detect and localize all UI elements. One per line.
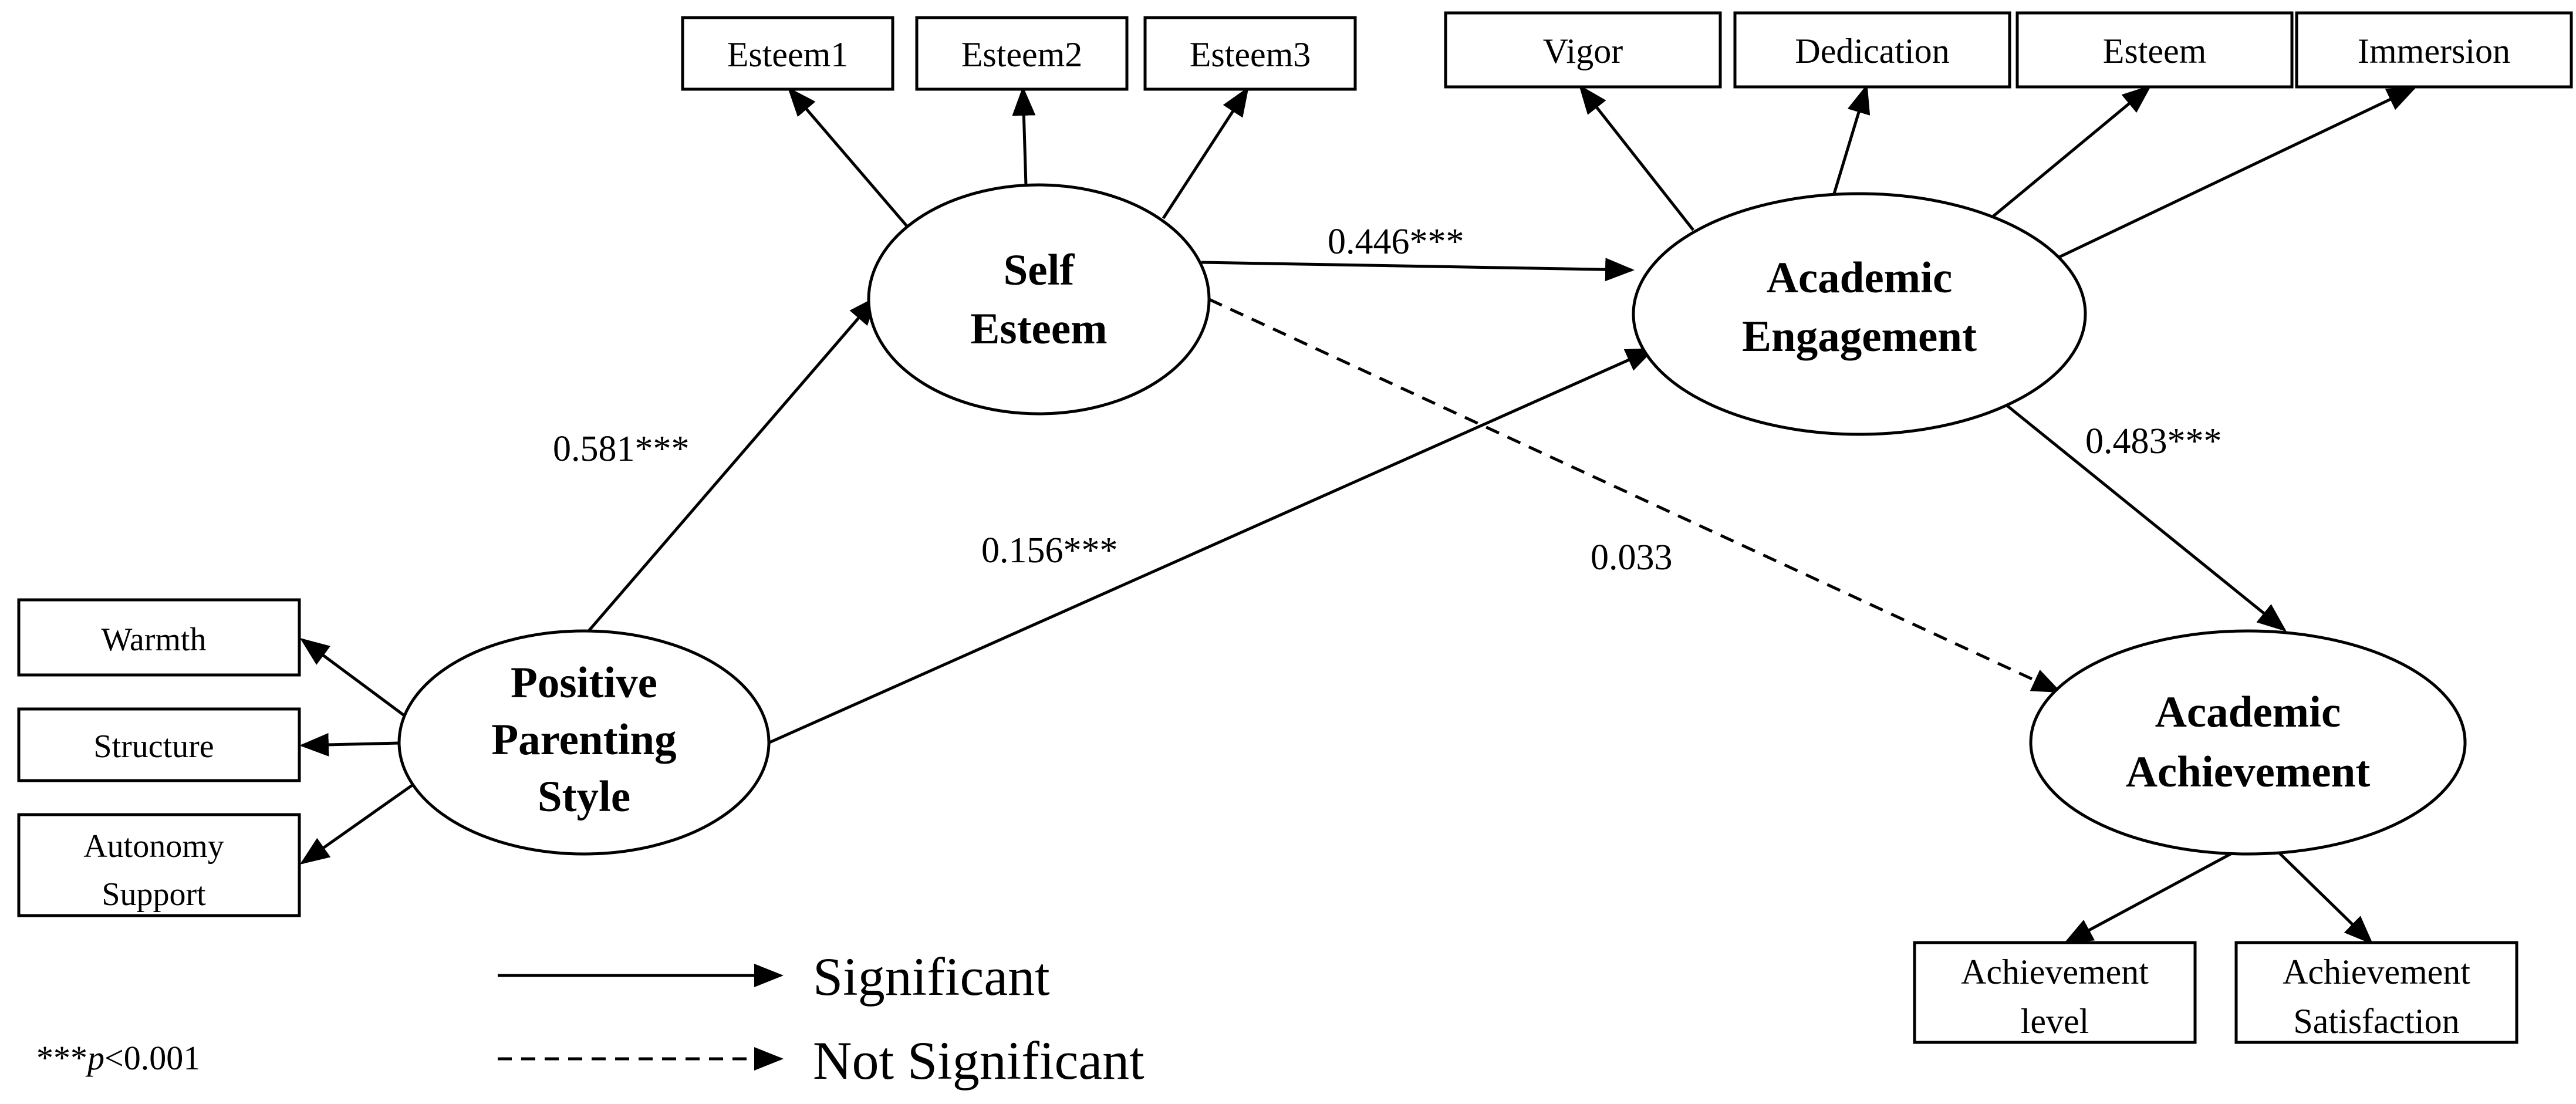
path-se-to-ae bbox=[1201, 258, 1635, 282]
path-pps-to-se bbox=[583, 296, 878, 637]
indicator-autonomy-label-2: Support bbox=[102, 876, 206, 913]
indicator-immersion-label: Immersion bbox=[2358, 32, 2510, 70]
latent-academic-engagement-label-1: Academic bbox=[1767, 254, 1953, 302]
latent-academic-engagement: Academic Engagement bbox=[1632, 192, 2087, 436]
path-ae-immersion bbox=[2027, 86, 2417, 274]
latent-positive-parenting-label-3: Style bbox=[538, 772, 630, 821]
legend: Significant Not Significant bbox=[498, 947, 1144, 1091]
path-se-esteem1 bbox=[787, 87, 908, 227]
indicator-autonomy-label-1: Autonomy bbox=[83, 828, 224, 865]
path-ae-to-ach bbox=[1980, 383, 2287, 632]
indicator-achievement-satisfaction-label-1: Achievement bbox=[2283, 953, 2470, 991]
coef-pps-to-ae: 0.156*** bbox=[981, 531, 1118, 570]
indicator-autonomy-support: Autonomy Support bbox=[17, 813, 301, 917]
indicator-esteem1: Esteem1 bbox=[681, 16, 894, 91]
indicator-immersion: Immersion bbox=[2295, 11, 2573, 89]
path-pps-structure bbox=[299, 732, 400, 757]
indicator-achievement-level: Achievement level bbox=[1913, 941, 2197, 1044]
latent-academic-achievement: Academic Achievement bbox=[2029, 629, 2467, 856]
indicator-structure-label: Structure bbox=[93, 728, 214, 765]
latent-academic-engagement-label-2: Engagement bbox=[1742, 312, 1977, 361]
indicator-warmth: Warmth bbox=[17, 598, 301, 677]
path-se-to-ach bbox=[1208, 298, 2062, 693]
path-pps-autonomy bbox=[299, 782, 415, 865]
latent-positive-parenting-style: Positive Parenting Style bbox=[397, 629, 771, 856]
path-se-esteem2 bbox=[1012, 86, 1036, 186]
latent-academic-achievement-label-2: Achievement bbox=[2126, 748, 2371, 796]
path-ae-vigor bbox=[1578, 85, 1694, 231]
latent-positive-parenting-label-2: Parenting bbox=[491, 715, 676, 764]
indicator-esteem2-label: Esteem2 bbox=[961, 35, 1083, 74]
indicator-warmth-label: Warmth bbox=[102, 622, 207, 658]
latent-self-esteem: Self Esteem bbox=[867, 183, 1211, 416]
indicator-achievement-level-label-1: Achievement bbox=[1961, 953, 2149, 991]
coef-ae-to-ach: 0.483*** bbox=[2085, 421, 2222, 461]
latent-positive-parenting-label-1: Positive bbox=[511, 659, 657, 707]
indicator-dedication-label: Dedication bbox=[1795, 32, 1949, 70]
indicator-achievement-satisfaction-label-2: Satisfaction bbox=[2293, 1002, 2459, 1041]
indicator-esteem3-label: Esteem3 bbox=[1190, 35, 1311, 74]
indicator-structure: Structure bbox=[17, 707, 301, 782]
coef-se-to-ae: 0.446*** bbox=[1328, 222, 1464, 262]
coef-se-to-ach: 0.033 bbox=[1591, 538, 1673, 578]
indicator-esteem2: Esteem2 bbox=[915, 16, 1129, 91]
path-se-esteem3 bbox=[1162, 86, 1249, 220]
note-threshold: <0.001 bbox=[104, 1039, 200, 1077]
legend-not-significant-label: Not Significant bbox=[813, 1031, 1144, 1091]
indicator-dedication: Dedication bbox=[1733, 11, 2011, 89]
indicator-achievement-satisfaction: Achievement Satisfaction bbox=[2234, 941, 2518, 1044]
path-ach-level bbox=[2063, 849, 2237, 944]
latent-self-esteem-label-1: Self bbox=[1004, 246, 1075, 295]
latent-academic-achievement-label-1: Academic bbox=[2155, 688, 2341, 737]
path-pps-warmth bbox=[299, 638, 406, 718]
indicator-vigor: Vigor bbox=[1444, 11, 1722, 89]
significance-note: ***p<0.001 bbox=[36, 1039, 200, 1077]
indicator-vigor-label: Vigor bbox=[1543, 32, 1623, 70]
latent-self-esteem-label-2: Esteem bbox=[970, 305, 1107, 353]
indicator-esteem: Esteem bbox=[2015, 11, 2294, 89]
indicator-esteem-label: Esteem bbox=[2103, 32, 2207, 70]
legend-significant-label: Significant bbox=[813, 947, 1050, 1007]
indicator-esteem3: Esteem3 bbox=[1143, 16, 1357, 91]
path-ach-satisfaction bbox=[2276, 850, 2374, 945]
path-ae-esteem bbox=[1977, 85, 2152, 230]
coef-pps-to-se: 0.581*** bbox=[553, 429, 690, 469]
indicator-esteem1-label: Esteem1 bbox=[727, 35, 849, 74]
note-stars: *** bbox=[36, 1039, 87, 1077]
path-ae-dedication bbox=[1832, 84, 1871, 194]
note-p: p bbox=[85, 1039, 104, 1077]
path-pps-to-ae bbox=[768, 347, 1656, 744]
indicator-achievement-level-label-2: level bbox=[2021, 1002, 2089, 1041]
